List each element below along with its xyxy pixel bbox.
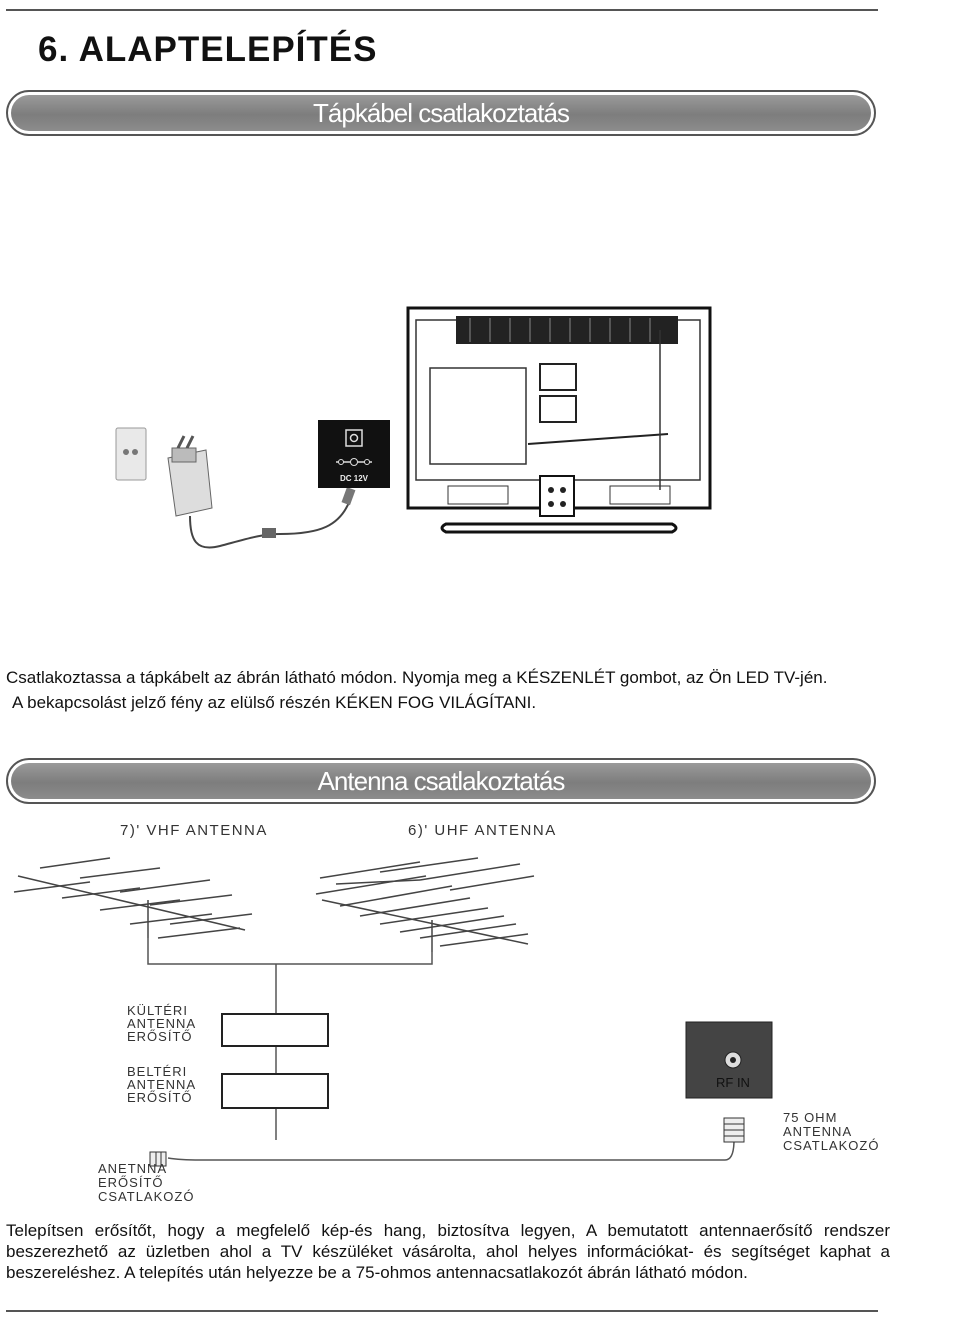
section-heading: 6. ALAPTELEPÍTÉS	[38, 30, 378, 69]
indoor-amplifier-box	[221, 1073, 329, 1109]
coax-plug-icon	[723, 1117, 745, 1143]
power-banner-title: Tápkábel csatlakoztatás	[313, 97, 570, 128]
uhf-antenna-label: 6)' UHF ANTENNA	[408, 822, 557, 839]
antenna-banner: Antenna csatlakoztatás	[6, 758, 876, 804]
antenna-diagram	[13, 857, 773, 1167]
amplifier-plug-icon	[149, 1151, 167, 1167]
top-rule	[6, 9, 878, 11]
rf-in-panel	[685, 1021, 773, 1099]
power-instruction-line-2: A bekapcsolást jelző fény az elülső rész…	[12, 693, 537, 712]
tv-back-illustration	[406, 306, 712, 534]
power-adapter-icon	[167, 435, 213, 517]
antenna-cables	[147, 938, 735, 1161]
uhf-antenna-icon	[315, 857, 535, 952]
power-connection-illustration: DC 12V	[115, 306, 712, 549]
dc-jack-label: DC 12V	[340, 474, 369, 483]
indoor-amplifier-label: BELTÉRI ANTENNA ERŐSÍTŐ	[127, 1064, 197, 1105]
outdoor-amplifier-label: KÜLTÉRI ANTENNA ERŐSÍTŐ	[127, 1003, 197, 1044]
wall-socket-icon	[115, 427, 147, 481]
rf-in-label: RF IN	[716, 1075, 750, 1090]
power-banner: Tápkábel csatlakoztatás	[6, 90, 876, 136]
antenna-banner-title: Antenna csatlakoztatás	[317, 765, 566, 796]
power-instruction-line-1: Csatlakoztassa a tápkábelt az ábrán láth…	[6, 668, 828, 687]
vhf-antenna-icon	[13, 857, 253, 939]
amplifier-connector-label: ANETNNA ERŐSÍTŐ CSATLAKOZÓ	[98, 1161, 195, 1204]
bottom-rule	[6, 1310, 878, 1312]
dc-jack-panel: DC 12V	[318, 420, 390, 488]
75-ohm-connector-label: 75 OHM ANTENNA CSATLAKOZÓ	[783, 1110, 880, 1153]
antenna-description: Telepítsen erősítőt, hogy a megfelelő ké…	[6, 1221, 890, 1282]
vhf-antenna-label: 7)' VHF ANTENNA	[120, 822, 268, 839]
outdoor-amplifier-box	[221, 1013, 329, 1047]
power-cable	[189, 499, 351, 549]
